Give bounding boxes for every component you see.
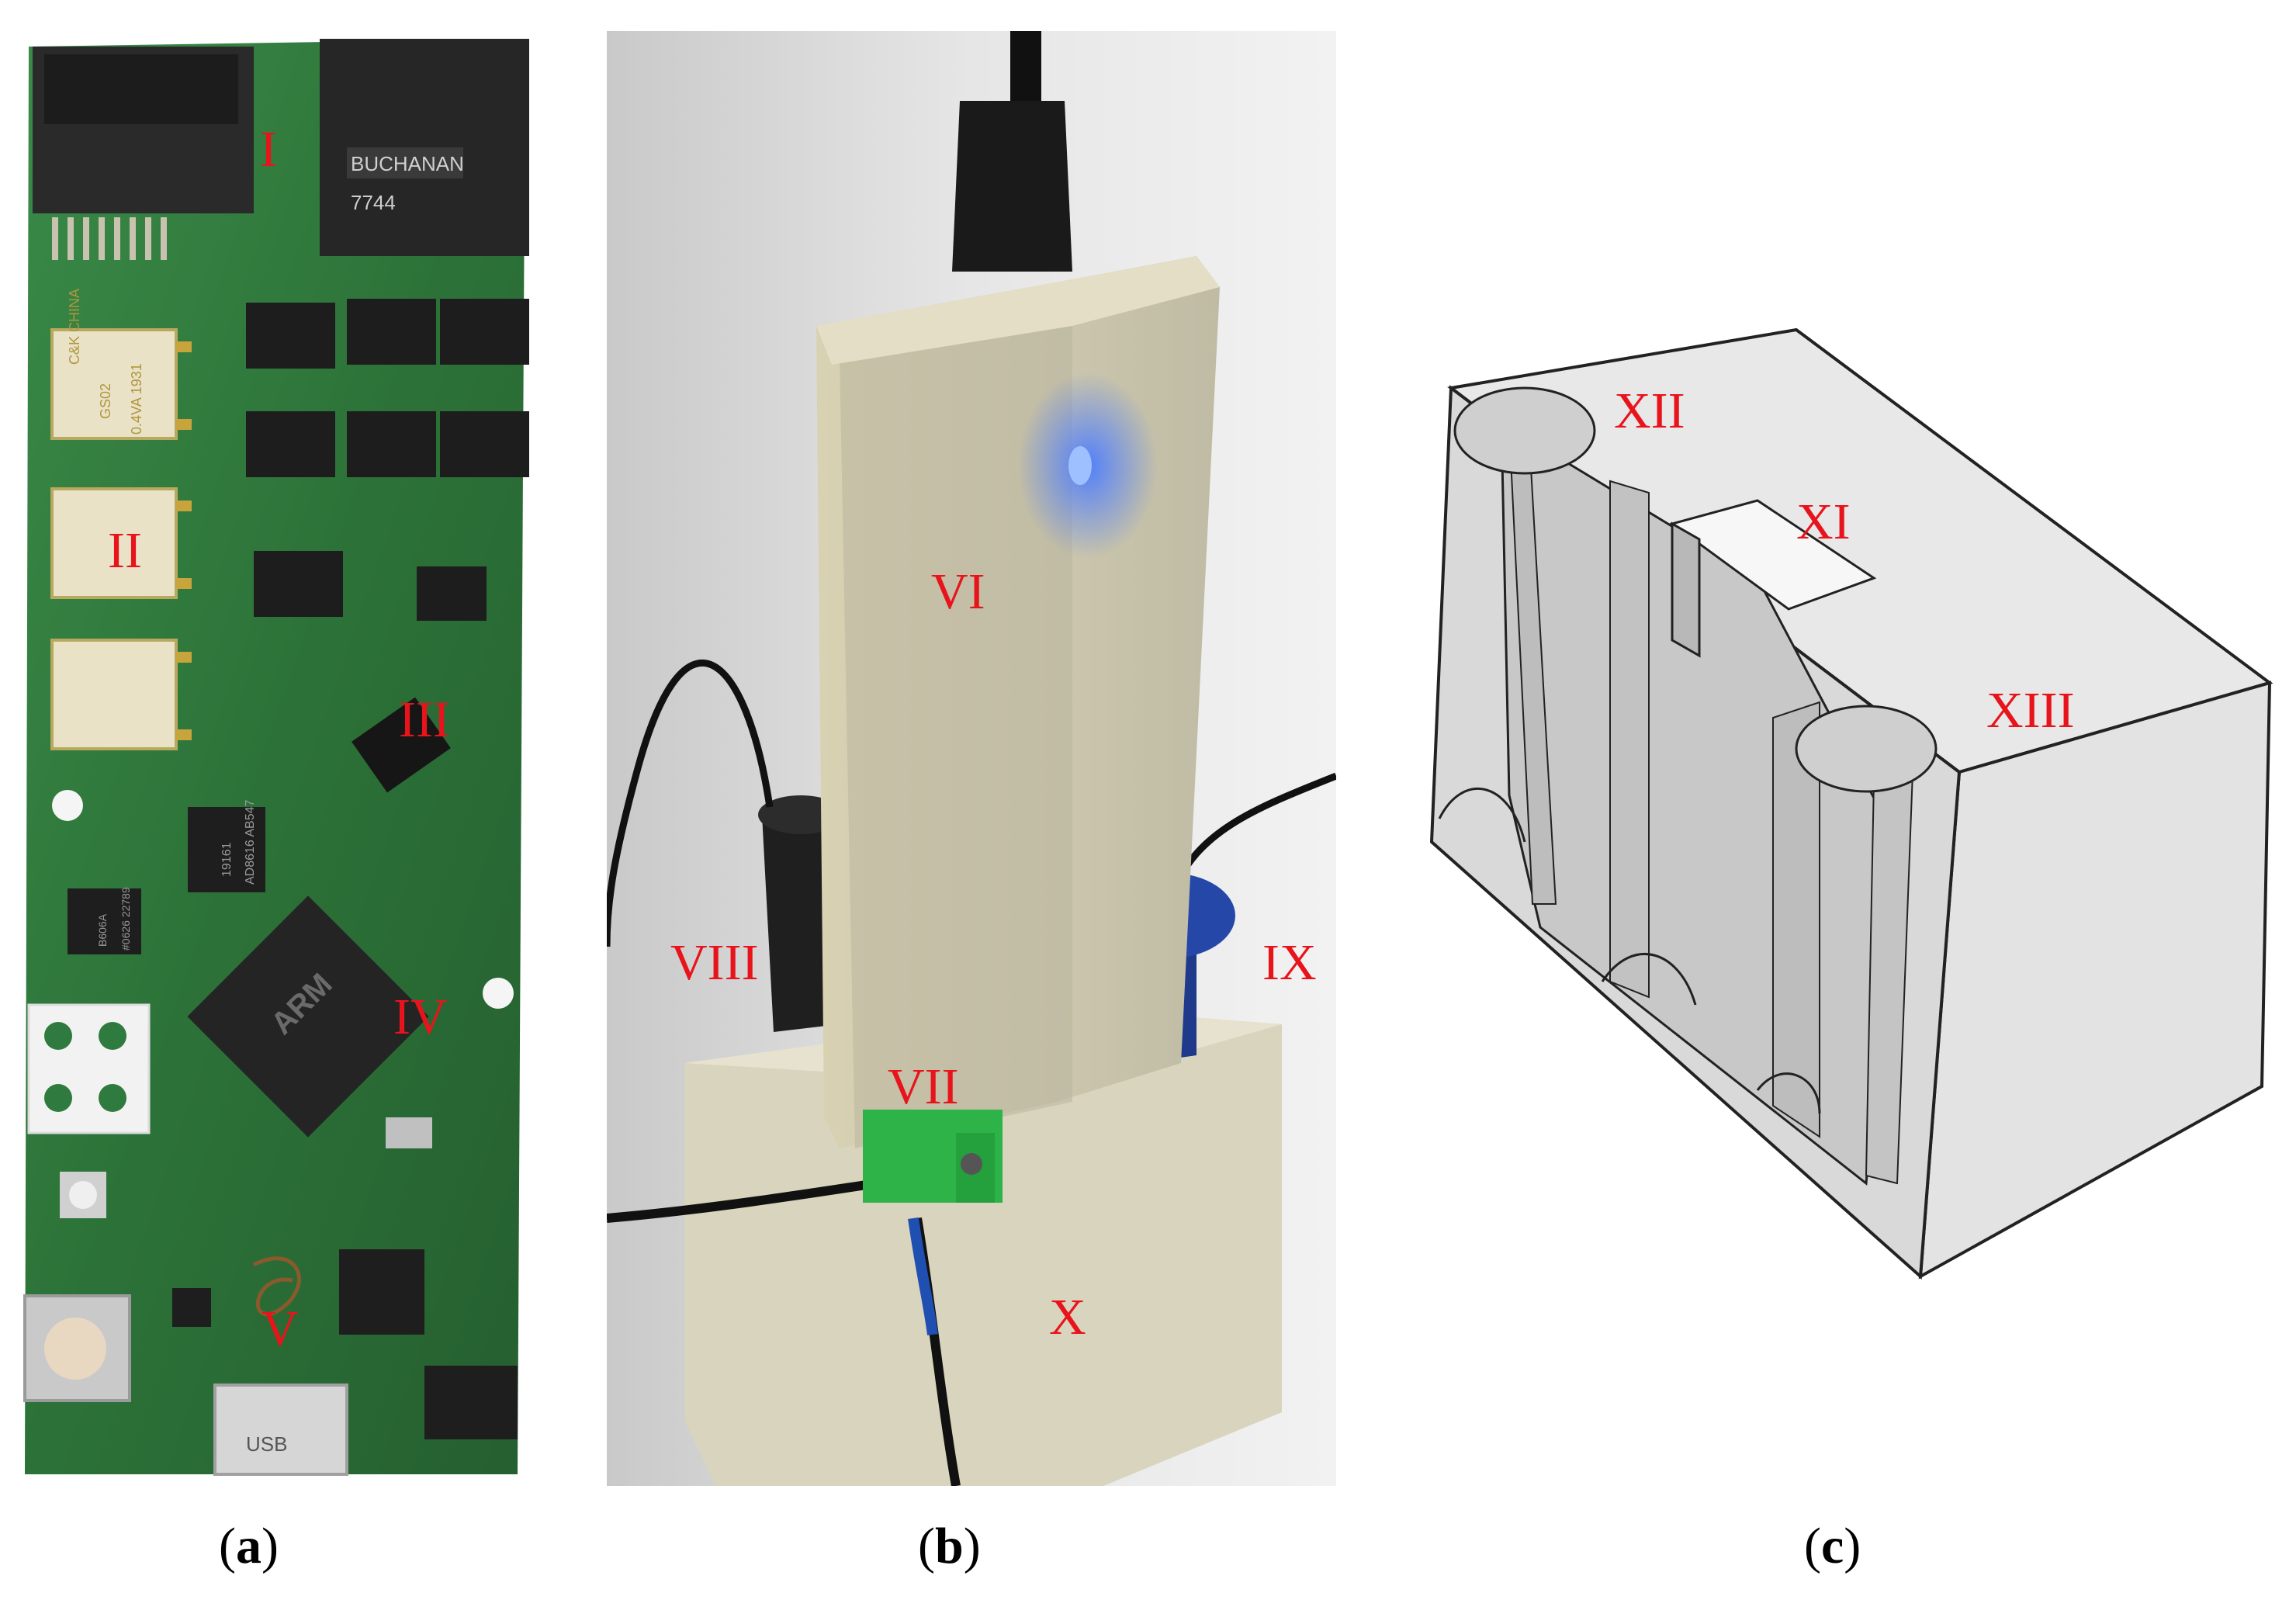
caption-c-letter: c (1820, 1518, 1844, 1574)
label-VIII: VIII (670, 934, 759, 991)
mcu-chip (187, 895, 429, 1138)
mounting-hole (483, 978, 514, 1009)
relay-rating-text: 0.4VA 1931 (129, 363, 144, 435)
usb-connector (213, 1384, 348, 1476)
label-I: I (260, 121, 277, 178)
usb-plug (952, 101, 1072, 272)
label-II: II (108, 522, 142, 579)
cad-illustration (1429, 327, 2273, 1280)
panel-a-pcb-photo: BUCHANAN 7744 C&K CHINA GS02 0.4VA 1931 (21, 31, 533, 1478)
crystal (386, 1117, 432, 1148)
label-X: X (1049, 1289, 1086, 1345)
small-chip (68, 888, 141, 954)
jumper-wire (252, 1256, 301, 1316)
ad8616-text: AD8616 AB547 (244, 799, 257, 885)
ad8616-code-text: 19161 (220, 842, 234, 877)
label-IX: IX (1262, 934, 1317, 991)
test-pad-grid (27, 1003, 151, 1134)
pcb-illustration: BUCHANAN 7744 C&K CHINA GS02 0.4VA 1931 (23, 39, 529, 1476)
label-VI: VI (931, 563, 985, 620)
mounting-hole (52, 790, 83, 821)
cad-slot (1669, 499, 1877, 611)
caption-c: (c) (1804, 1518, 1861, 1574)
diamond-chip (351, 697, 451, 793)
usb-cable (1010, 31, 1041, 101)
cable (607, 659, 774, 947)
relay-brand-text: C&K CHINA (67, 289, 82, 365)
connector-brand-text: BUCHANAN (351, 152, 464, 175)
small-chip-text: #0626 22789 (119, 887, 132, 951)
caption-b-letter: b (934, 1518, 964, 1574)
label-V: V (261, 1300, 299, 1357)
cable (607, 1175, 902, 1223)
relay-group (50, 328, 192, 750)
connector-code-text: 7744 (351, 191, 396, 214)
so8-chip-group (246, 299, 529, 621)
cad-hole-xii (1453, 386, 1596, 475)
panel-b-device-photo: VI VII VIII IX X (607, 31, 1336, 1486)
label-IV: IV (393, 989, 448, 1045)
label-VII: VII (888, 1058, 959, 1115)
lower-chip (172, 1288, 211, 1327)
relay-model-text: GS02 (98, 383, 113, 419)
label-XII: XII (1614, 383, 1685, 439)
device-illustration (607, 31, 1336, 1486)
label-XI: XI (1796, 494, 1851, 550)
label-XIII: XIII (1986, 682, 2075, 739)
usb-text: USB (246, 1432, 287, 1456)
lower-chip (424, 1366, 518, 1439)
small-chip-code-text: B606A (96, 913, 109, 947)
cad-hole-xiii (1795, 705, 1938, 793)
sensor-viii (762, 807, 840, 1032)
caption-a-letter: a (235, 1518, 261, 1574)
caption-b: (b) (918, 1518, 981, 1574)
label-III: III (399, 691, 450, 748)
panel-c-cad-model: XI XII XIII (1416, 314, 2285, 1304)
ad8616-chip (188, 807, 265, 892)
lower-chip (339, 1249, 424, 1335)
caption-a: (a) (219, 1518, 279, 1574)
cad-side-face (1918, 681, 2272, 1280)
